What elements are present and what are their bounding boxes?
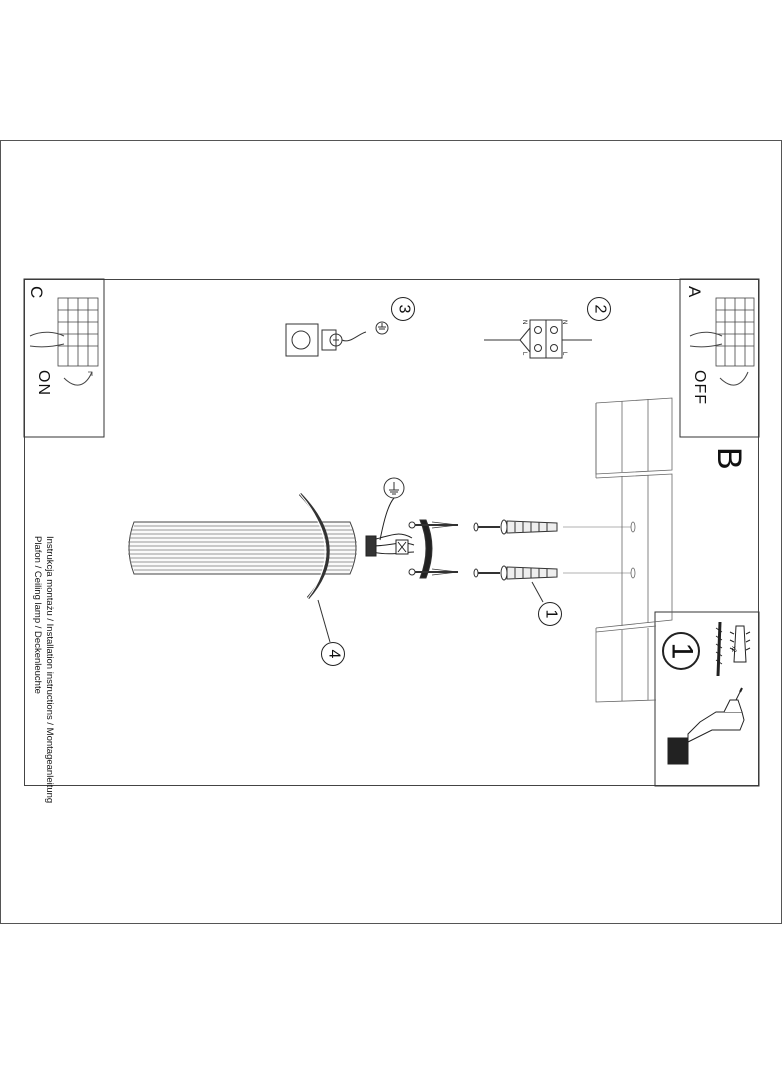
leader-line-1 xyxy=(531,581,544,603)
wire-n-label-left: N xyxy=(521,320,527,325)
drill-step-box xyxy=(654,611,760,787)
breaker-panel-c xyxy=(29,297,99,386)
step-connector-number: 2 xyxy=(587,297,611,321)
panel-c-letter: C xyxy=(27,286,46,299)
lamp-wires xyxy=(365,497,415,557)
wall-plug-lower xyxy=(473,565,558,581)
leader-line-4 xyxy=(317,599,331,643)
step-cover-number: 4 xyxy=(321,642,345,666)
instructions-caption: Instrukcja montażu / Installation instru… xyxy=(31,536,55,803)
lamp-body xyxy=(128,521,357,575)
wall-plug-upper xyxy=(473,519,558,535)
drill-icon xyxy=(667,687,745,765)
panel-a-switch-label: OFF xyxy=(691,370,708,405)
panel-a-box xyxy=(679,278,760,438)
panel-c-box xyxy=(23,278,105,438)
caption-line-1: Instrukcja montażu / Installation instru… xyxy=(44,536,55,804)
earth-icon xyxy=(389,482,399,495)
breaker-panel-a xyxy=(689,297,755,386)
plug-quantity: x2 xyxy=(730,646,736,653)
panel-c-switch-label: ON xyxy=(35,370,52,396)
step-drill-number: 1 xyxy=(662,632,700,670)
wire-l-label-left: L xyxy=(521,352,527,356)
panel-b-letter: B xyxy=(710,447,748,470)
cover-ring xyxy=(298,492,330,599)
earth-symbol-circle xyxy=(383,477,405,499)
mounting-plate xyxy=(408,519,459,579)
screw-icon xyxy=(715,621,723,677)
step-plugs-number: 1 xyxy=(538,602,562,626)
wire-n-label-right: N xyxy=(561,320,567,325)
earth-terminal xyxy=(285,321,389,357)
caption-line-2: Plafon / Ceiling lamp / Deckenleuchte xyxy=(32,536,43,694)
page-frame xyxy=(0,140,782,924)
wall-plug-icon xyxy=(729,625,751,663)
step-earth-number: 3 xyxy=(391,297,415,321)
panel-a-letter: A xyxy=(685,286,704,298)
terminal-block xyxy=(484,319,592,359)
diagram-frame xyxy=(24,279,759,786)
ceiling-wall xyxy=(563,397,673,703)
wire-l-label-right: L xyxy=(561,352,567,356)
